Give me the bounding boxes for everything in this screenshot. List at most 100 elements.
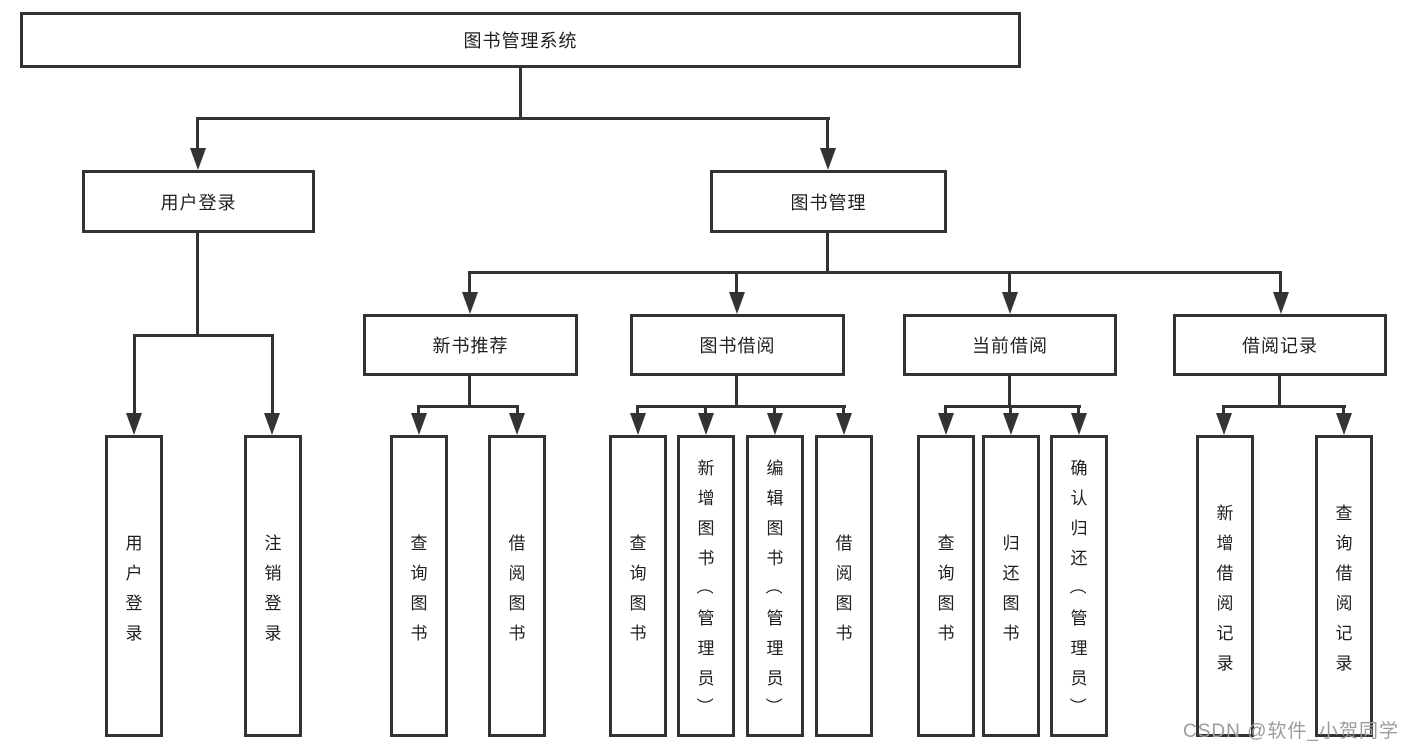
leaf-node-label-char: 理: [1070, 638, 1088, 658]
leaf-node-label-char: 员: [766, 668, 784, 688]
leaf-node-label-char: ）: [694, 697, 714, 715]
leaf-node-label-char: 图: [410, 593, 428, 613]
connector-drop: [468, 271, 471, 294]
leaf-node-label-char: 查: [410, 533, 428, 553]
arrow-down: [767, 413, 783, 435]
arrow-down: [698, 413, 714, 435]
leaf-node-label-char: 图: [697, 518, 715, 538]
leaf-node-label-char: 书: [1002, 623, 1020, 643]
connector-drop: [271, 334, 274, 414]
leaf-node-label-char: 增: [697, 488, 715, 508]
leaf-node-label-char: 记: [1335, 623, 1353, 643]
connector-drop: [1077, 405, 1080, 415]
connector-drop: [704, 405, 707, 415]
arrow-down: [630, 413, 646, 435]
connector-drop: [516, 405, 519, 415]
leaf-node-return-books: 归还图书: [982, 435, 1040, 737]
connector-drop: [636, 405, 639, 415]
connector-drop: [842, 405, 845, 415]
arrow-down: [836, 413, 852, 435]
leaf-node-label-char: ）: [763, 697, 783, 715]
arrow-down: [1336, 413, 1352, 435]
leaf-node-label-char: 注: [264, 533, 282, 553]
connector-drop: [1342, 405, 1345, 415]
leaf-node-label-char: （: [763, 577, 783, 595]
leaf-node-label-char: 理: [766, 638, 784, 658]
arrow-down: [1003, 413, 1019, 435]
leaf-node-query-borrow-record: 查询借阅记录: [1315, 435, 1373, 737]
leaf-node-label-char: 图: [629, 593, 647, 613]
connector-book-mgmt-stem: [826, 233, 829, 274]
connector-stem: [735, 376, 738, 407]
leaf-node-label-char: 书: [937, 623, 955, 643]
arrow-down: [411, 413, 427, 435]
connector-drop: [417, 405, 420, 415]
leaf-node-label-char: 员: [697, 668, 715, 688]
node-book-borrow: 图书借阅: [630, 314, 845, 376]
leaf-node-label-char: 录: [264, 623, 282, 643]
leaf-node-label-char: 理: [697, 638, 715, 658]
leaf-node-label-char: 确: [1070, 458, 1088, 478]
connector-drop: [826, 117, 829, 150]
leaf-node-label-char: 登: [125, 593, 143, 613]
leaf-node-label-char: 认: [1070, 488, 1088, 508]
leaf-node-query-books-2: 查询图书: [609, 435, 667, 737]
leaf-node-label-char: 询: [629, 563, 647, 583]
arrow-down: [126, 413, 142, 435]
leaf-node-label-char: 查: [629, 533, 647, 553]
leaf-node-label-char: 还: [1070, 548, 1088, 568]
leaf-node-label-char: 询: [937, 563, 955, 583]
connector-stem: [1278, 376, 1281, 407]
leaf-node-label-char: 销: [264, 563, 282, 583]
connector-drop: [196, 117, 199, 150]
leaf-node-add-borrow-record: 新增借阅记录: [1196, 435, 1254, 737]
leaf-node-label-char: 阅: [508, 563, 526, 583]
connector-stem: [468, 376, 471, 407]
leaf-node-label-char: （: [694, 577, 714, 595]
connector-stem: [1008, 376, 1011, 407]
leaf-node-label-char: 管: [697, 608, 715, 628]
node-book-management: 图书管理: [710, 170, 947, 233]
connector-drop: [773, 405, 776, 415]
leaf-node-label-char: 登: [264, 593, 282, 613]
arrow-down: [1002, 292, 1018, 314]
node-label: 图书管理: [790, 192, 867, 213]
arrow-down: [820, 148, 836, 170]
root-node-library-system: 图书管理系统: [20, 12, 1021, 68]
connector-book-mgmt-bar: [468, 271, 1282, 274]
arrow-down: [190, 148, 206, 170]
leaf-node-confirm-return-admin: 确认归还（管理员）: [1050, 435, 1108, 737]
leaf-node-query-books-1: 查询图书: [390, 435, 448, 737]
leaf-node-label-char: 书: [766, 548, 784, 568]
root-node-label: 图书管理系统: [463, 31, 578, 51]
leaf-node-label-char: 书: [508, 623, 526, 643]
leaf-node-label-char: 还: [1002, 563, 1020, 583]
leaf-node-label-char: 图: [766, 518, 784, 538]
leaf-node-label-char: 借: [1216, 563, 1234, 583]
node-label: 图书借阅: [699, 336, 776, 356]
leaf-node-label-char: 图: [1002, 593, 1020, 613]
connector-bar: [1222, 405, 1346, 408]
connector-bar: [944, 405, 1081, 408]
arrow-down: [938, 413, 954, 435]
leaf-node-label-char: 录: [125, 623, 143, 643]
leaf-node-label-char: 辑: [766, 488, 784, 508]
leaf-node-label-char: 询: [410, 563, 428, 583]
connector-bar: [417, 405, 519, 408]
connector-user-login-stem: [196, 233, 199, 336]
leaf-node-label-char: 阅: [1335, 593, 1353, 613]
leaf-node-label-char: 新: [1216, 503, 1234, 523]
connector-root-stem: [519, 67, 522, 119]
leaf-node-label-char: 记: [1216, 623, 1234, 643]
leaf-node-label-char: 借: [835, 533, 853, 553]
leaf-node-label-char: 阅: [1216, 593, 1234, 613]
leaf-node-label-char: 归: [1070, 518, 1088, 538]
node-label: 新书推荐: [432, 336, 509, 356]
connector-drop: [1008, 271, 1011, 294]
node-current-borrow: 当前借阅: [903, 314, 1117, 376]
leaf-node-label-char: 员: [1070, 668, 1088, 688]
leaf-node-label-char: 书: [835, 623, 853, 643]
leaf-node-label-char: 管: [766, 608, 784, 628]
arrow-down: [1273, 292, 1289, 314]
